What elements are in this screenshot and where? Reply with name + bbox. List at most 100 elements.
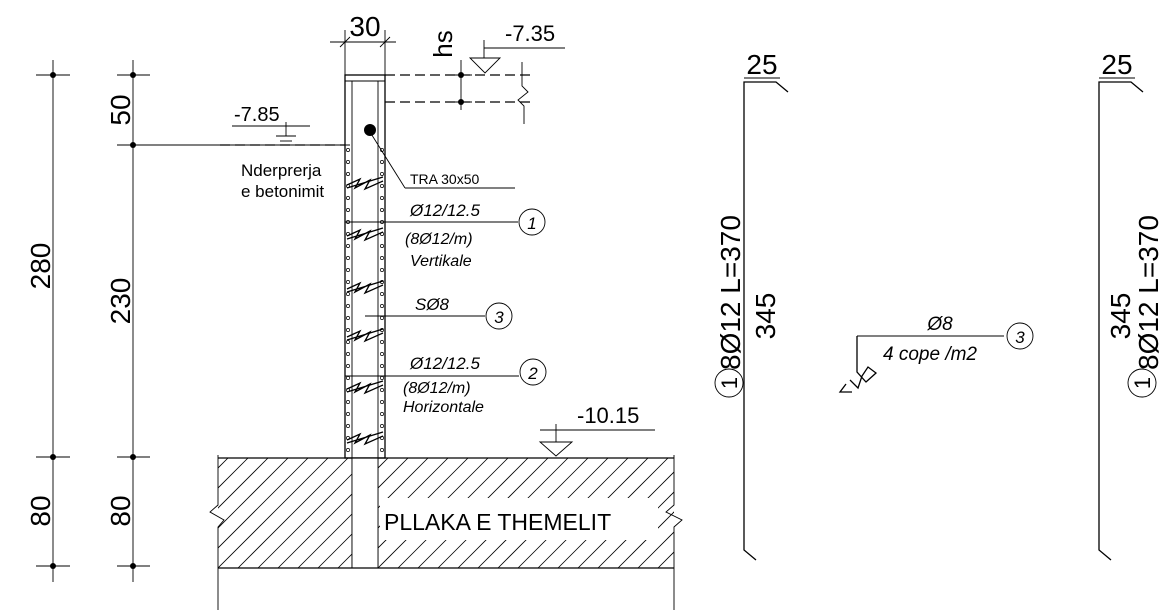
rebar-dot [346,448,350,452]
spiral-tie [346,227,384,242]
hatch-line [218,458,269,509]
hatch-line [657,551,674,568]
hatch-line [878,458,988,568]
rebar-dot [346,328,350,332]
bar1-number: 1 [527,214,536,233]
bar1-spec: Ø12/12.5 [409,201,480,220]
spiral-ties [346,176,384,446]
rebar-dot [346,304,350,308]
bar1-direction: Vertikale [410,253,472,270]
hatch-line [218,458,309,549]
rebar-dot [380,316,384,320]
hatch-line [218,458,289,529]
dim-80-outer: 80 [25,495,56,526]
bar-a-hook: 25 [746,49,777,80]
tie-shape: Ø8 4 cope /m2 3 [838,314,1034,393]
rebar-dot [380,244,384,248]
bar-b-hook: 25 [1101,49,1132,80]
hatch-line [218,458,249,489]
hatch-line [718,458,828,568]
rebar-dot [346,424,350,428]
dimension-chains: 280 80 50 230 80 [25,60,350,582]
hs-dimension: hs [428,30,472,110]
bar2-direction: Horizontale [403,399,484,416]
rebar-dot [380,196,384,200]
level-mid-label: -7.85 [234,104,280,126]
rebar-dot [380,304,384,308]
tie-number: 3 [494,308,504,327]
rebar-dot [380,292,384,296]
hatch-line [237,458,349,568]
hatch-line [758,458,868,568]
rebar-dot [346,412,350,416]
hatch-line [778,458,888,568]
bar-a-number: 1 [717,377,742,389]
hatch-line [798,458,908,568]
hatch-line [637,531,674,568]
dim-280: 280 [25,243,56,290]
dim-230: 230 [105,278,136,325]
hatch-line [858,458,968,568]
rebar-dot [346,148,350,152]
dim-50: 50 [105,94,136,125]
rebar-dot [380,412,384,416]
hatch-line [818,458,928,568]
bar-b-number: 1 [1130,377,1155,389]
bar-b-length: 345 [1105,293,1136,340]
rebar-dot [346,244,350,248]
rebar-dot [380,340,384,344]
foundation-label: PLLAKA E THEMELIT [384,509,611,535]
rebar-dot [380,424,384,428]
rebar-dot [346,292,350,296]
spiral-tie [346,176,384,191]
rebar-dot [346,256,350,260]
tie-spec: SØ8 [415,295,450,314]
bar-shape-b: 25 345 8Ø12 L=370 1 [1098,49,1163,561]
bar-shape-a: 25 345 8Ø12 L=370 1 [714,49,789,561]
rebar-dot [346,364,350,368]
level-bottom-marker: -10.15 [538,403,655,457]
rebar-dot [346,196,350,200]
bar-b-label: 8Ø12 L=370 [1133,215,1163,370]
rebar-dot [346,280,350,284]
bar1-count: (8Ø12/m) [405,231,473,248]
bar-a-length: 345 [750,293,781,340]
rebar-dot [346,268,350,272]
rebar-dot [380,172,384,176]
hatch-line [698,458,808,568]
rebar-dot [380,448,384,452]
rebar-dot [346,316,350,320]
rebar-dot [380,400,384,404]
annotations: Nderprerja e betonimit TRA 30x50 1 Ø12/1… [241,131,547,416]
tie-schedule-number: 3 [1015,328,1025,347]
rebar-dot [346,400,350,404]
tie-diameter: Ø8 [926,314,953,335]
rebar-dot [380,160,384,164]
beam-label: TRA 30x50 [410,171,479,187]
beam-bar-dot [364,124,376,136]
rebar-dot [346,208,350,212]
hatch-line [617,511,674,568]
hatch-line [838,458,948,568]
hatch-line [738,458,848,568]
joint-note-line2: e betonimit [241,182,324,201]
rebar-dot [346,172,350,176]
hatch-line [257,458,369,568]
dim-30: 30 [349,11,380,42]
rebar-dot [346,160,350,164]
rebar-dot [380,256,384,260]
spiral-tie [346,280,384,295]
rebar-dot [346,340,350,344]
rebar-dot [346,352,350,356]
rebar-dot [380,364,384,368]
rebar-dot [380,376,384,380]
rebar-dot [380,208,384,212]
rebar-dot [346,376,350,380]
wall-width-dim: 30 [330,11,396,75]
bar2-spec: Ø12/12.5 [409,354,480,373]
hatch-line [218,458,329,568]
foundation-slab: PLLAKA E THEMELIT [209,455,988,610]
rebar-dot [380,184,384,188]
bar2-number: 2 [527,364,538,383]
